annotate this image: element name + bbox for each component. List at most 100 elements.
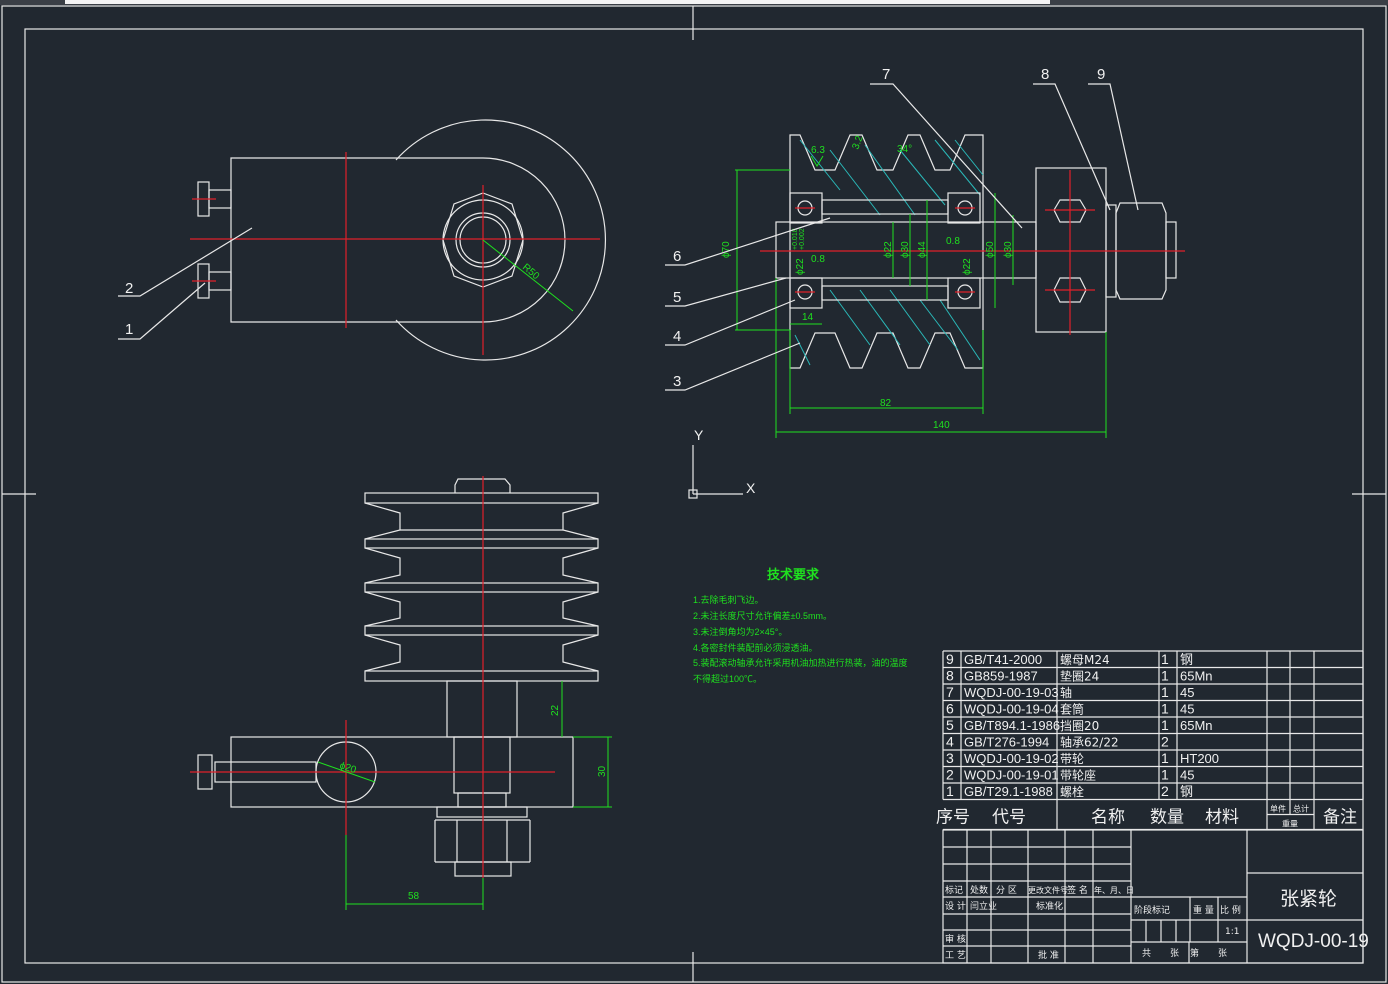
tb-total: 共: [1142, 948, 1151, 959]
ucs-y-label: Y: [694, 427, 704, 443]
tb-date: 年、月、日: [1094, 885, 1134, 895]
dim-d70-label: ϕ70: [721, 241, 732, 258]
nut-9: [1115, 202, 1167, 300]
bom-cell-code: GB/T894.1-1986: [964, 718, 1060, 733]
tb-sheets2: 张: [1218, 948, 1227, 959]
bom-cell-no: 5: [946, 717, 954, 733]
leader-6: [665, 217, 831, 266]
bom-cell-name: 套筒: [1060, 702, 1084, 717]
bom-cell-name: 挡圈20: [1060, 719, 1099, 733]
support-block: [1035, 167, 1107, 333]
inner-border: [24, 28, 1364, 964]
shaft-end: [1165, 221, 1177, 279]
dim-30-label: 30: [597, 765, 608, 777]
tech-item: 4.各密封件装配前必须浸透油。: [693, 642, 818, 653]
tb-stage: 阶段标记: [1134, 904, 1170, 916]
washer-front: [436, 806, 528, 818]
pulley-rims: [364, 492, 599, 682]
bracket-body: [230, 157, 566, 323]
shaft-section: [453, 736, 511, 794]
tech-item: 不得超过100℃。: [693, 673, 762, 684]
ucs-x-label: X: [746, 480, 756, 496]
tb-sheet-no: 第: [1190, 947, 1199, 959]
angle-34: 34°: [897, 144, 912, 155]
balloon-1: 1: [125, 321, 133, 338]
balloon-8: 8: [1041, 66, 1049, 83]
dim-label: ϕ30: [900, 241, 911, 258]
bom-cell-code: GB/T276-1994: [964, 735, 1049, 750]
drawing-border: [1, 5, 1387, 983]
bom-cell-material: 45: [1180, 685, 1194, 700]
dim-22-label: 22: [550, 704, 561, 716]
bom-cell-qty: 1: [1161, 668, 1169, 684]
scrollbar-thumb[interactable]: [65, 0, 1050, 4]
bom-header-code: 代号: [992, 808, 1026, 828]
balloon-5: 5: [673, 289, 681, 306]
bom-cell-qty: 1: [1161, 767, 1169, 783]
bom-cell-code: WQDJ-00-19-03: [964, 685, 1059, 700]
balloon-9: 9: [1097, 66, 1105, 83]
bom-cell-qty: 1: [1161, 750, 1169, 766]
tb-change-doc: 更改文件号: [1028, 885, 1068, 895]
bom-cell-code: WQDJ-00-19-01: [964, 768, 1059, 783]
bom-cell-no: 9: [946, 651, 954, 667]
tb-design: 设 计: [945, 900, 966, 912]
tb-review: 审 核: [945, 933, 966, 945]
bom-cell-no: 3: [946, 750, 954, 766]
sleeve-bottom: [821, 285, 949, 301]
leader-3: [665, 342, 801, 391]
bom-cell-material: 45: [1180, 768, 1194, 783]
leader-1: [118, 282, 206, 340]
bom-cell-code: GB859-1987: [964, 669, 1038, 684]
tb-zone: 分 区: [996, 885, 1017, 896]
bom-header-material: 材料: [1205, 808, 1239, 828]
r50-label: R50: [520, 262, 541, 283]
bom-header-no: 序号: [936, 808, 970, 828]
bom-cell-name: 轴承62/22: [1060, 735, 1119, 750]
top-view: R50 2 1: [118, 119, 607, 361]
bom-cell-material: 65Mn: [1180, 718, 1213, 733]
tb-count: 处数: [970, 884, 988, 896]
tb-process: 工 艺: [945, 950, 966, 961]
leader-2: [118, 227, 253, 297]
balloon-3: 3: [673, 373, 681, 390]
dim-label: ϕ50: [985, 241, 996, 258]
tech-item: 2.未注长度尺寸允许偏差±0.5mm。: [693, 610, 832, 621]
bom-cell-code: GB/T29.1-1988: [964, 784, 1053, 799]
tb-sheets: 张: [1170, 948, 1179, 959]
hub: [446, 680, 518, 738]
tolerance-upper: +0.018: [792, 228, 799, 250]
section-hatch: [794, 139, 984, 366]
tb-scale-label: 比 例: [1220, 904, 1241, 916]
leader-9: [1088, 83, 1139, 211]
bom-cell-no: 6: [946, 701, 954, 717]
balloon-4: 4: [673, 328, 681, 345]
bom-cell-material: 45: [1180, 702, 1194, 717]
tolerance-lower: +0.002: [799, 228, 806, 250]
surface-finish-symbol: [810, 155, 824, 167]
bom-header-weight: 重量: [1282, 819, 1298, 829]
bom-cell-qty: 1: [1161, 717, 1169, 733]
bom-header-qty: 数量: [1150, 808, 1184, 828]
bom-cell-material: 钢: [1180, 784, 1193, 799]
drawing-title: 张紧轮: [1280, 888, 1337, 910]
dim-82-label: 82: [880, 398, 892, 409]
balloon-6: 6: [673, 248, 681, 265]
ra-0-8-right: 0.8: [946, 236, 960, 247]
tb-standard: 标准化: [1036, 900, 1063, 912]
leader-7: [870, 83, 1023, 229]
balloon-7: 7: [882, 66, 890, 83]
bearing-br: [947, 277, 981, 309]
section-view: ϕ70 ϕ22 ϕ30 ϕ44 ϕ50 ϕ30 ϕ22 ϕ22 +0.018 +…: [665, 66, 1185, 438]
tb-designer: 闫立业: [970, 900, 997, 912]
front-view: 22 30 58 ϕ20: [190, 476, 612, 910]
bom-cell-code: WQDJ-00-19-04: [964, 702, 1059, 717]
pulley-outer-arc: [395, 119, 607, 361]
dim-d20: [317, 761, 376, 783]
bom-cell-material: HT200: [1180, 751, 1219, 766]
bom-cell-qty: 2: [1161, 783, 1169, 799]
horizontal-scrollbar[interactable]: [0, 0, 1388, 5]
bom-cell-name: 螺母M24: [1060, 653, 1110, 667]
title-block: 标记 处数 分 区 更改文件号 签 名 年、月、日 设 计 闫立业 标准化 阶段…: [942, 829, 1369, 964]
